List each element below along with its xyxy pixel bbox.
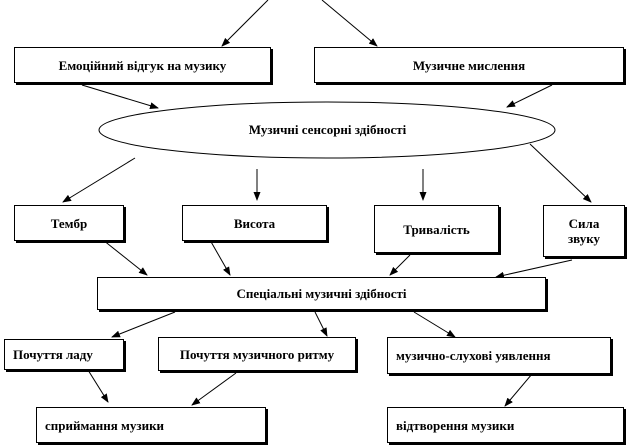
musical-thinking-box: Музичне мислення [314,47,624,83]
edge-sensory-to-loudness [529,143,592,203]
edge-special-to-mode [111,311,176,338]
sense-of-rhythm-box: Почуття музичного ритму [158,337,356,371]
sense-of-mode-box: Почуття ладу [4,339,124,370]
duration-box: Тривалість [374,205,499,253]
sensory-abilities-ellipse [98,101,556,159]
edge-timbre-to-special [102,239,148,276]
edge-representations-to-reproduction [504,373,533,407]
edge-musical-thinking-to-sensory [506,84,553,108]
edge-rhythm-to-perception [191,372,237,406]
sensory-abilities-label: Музичні сенсорні здібності [248,122,407,137]
edge-mode-to-perception [87,369,109,403]
special-abilities-box: Спеціальні музичні здібності [97,277,546,310]
edge-pitch-to-special [209,239,231,276]
music-reproduction-box: відтворення музики [387,407,624,443]
edge-top-to-musical-thinking [321,0,378,47]
auditory-representations-box: музично-слухові уявлення [387,337,611,374]
edge-special-to-representations [413,311,456,338]
edge-special-to-rhythm [314,311,328,337]
edge-top-to-emotional-response [221,0,269,47]
edge-sensory-to-timbre [62,157,136,203]
connector-lines [62,0,592,407]
music-perception-box: сприймання музики [36,407,266,443]
pitch-box: Висота [182,205,327,241]
loudness-box: Сила звуку [543,205,625,257]
edge-loudness-to-special [495,259,573,279]
emotional-response-box: Емоційний відгук на музику [14,47,271,83]
edge-duration-to-special [389,254,411,276]
edge-emotional-response-to-sensory [81,84,159,110]
timbre-box: Тембр [14,205,124,241]
